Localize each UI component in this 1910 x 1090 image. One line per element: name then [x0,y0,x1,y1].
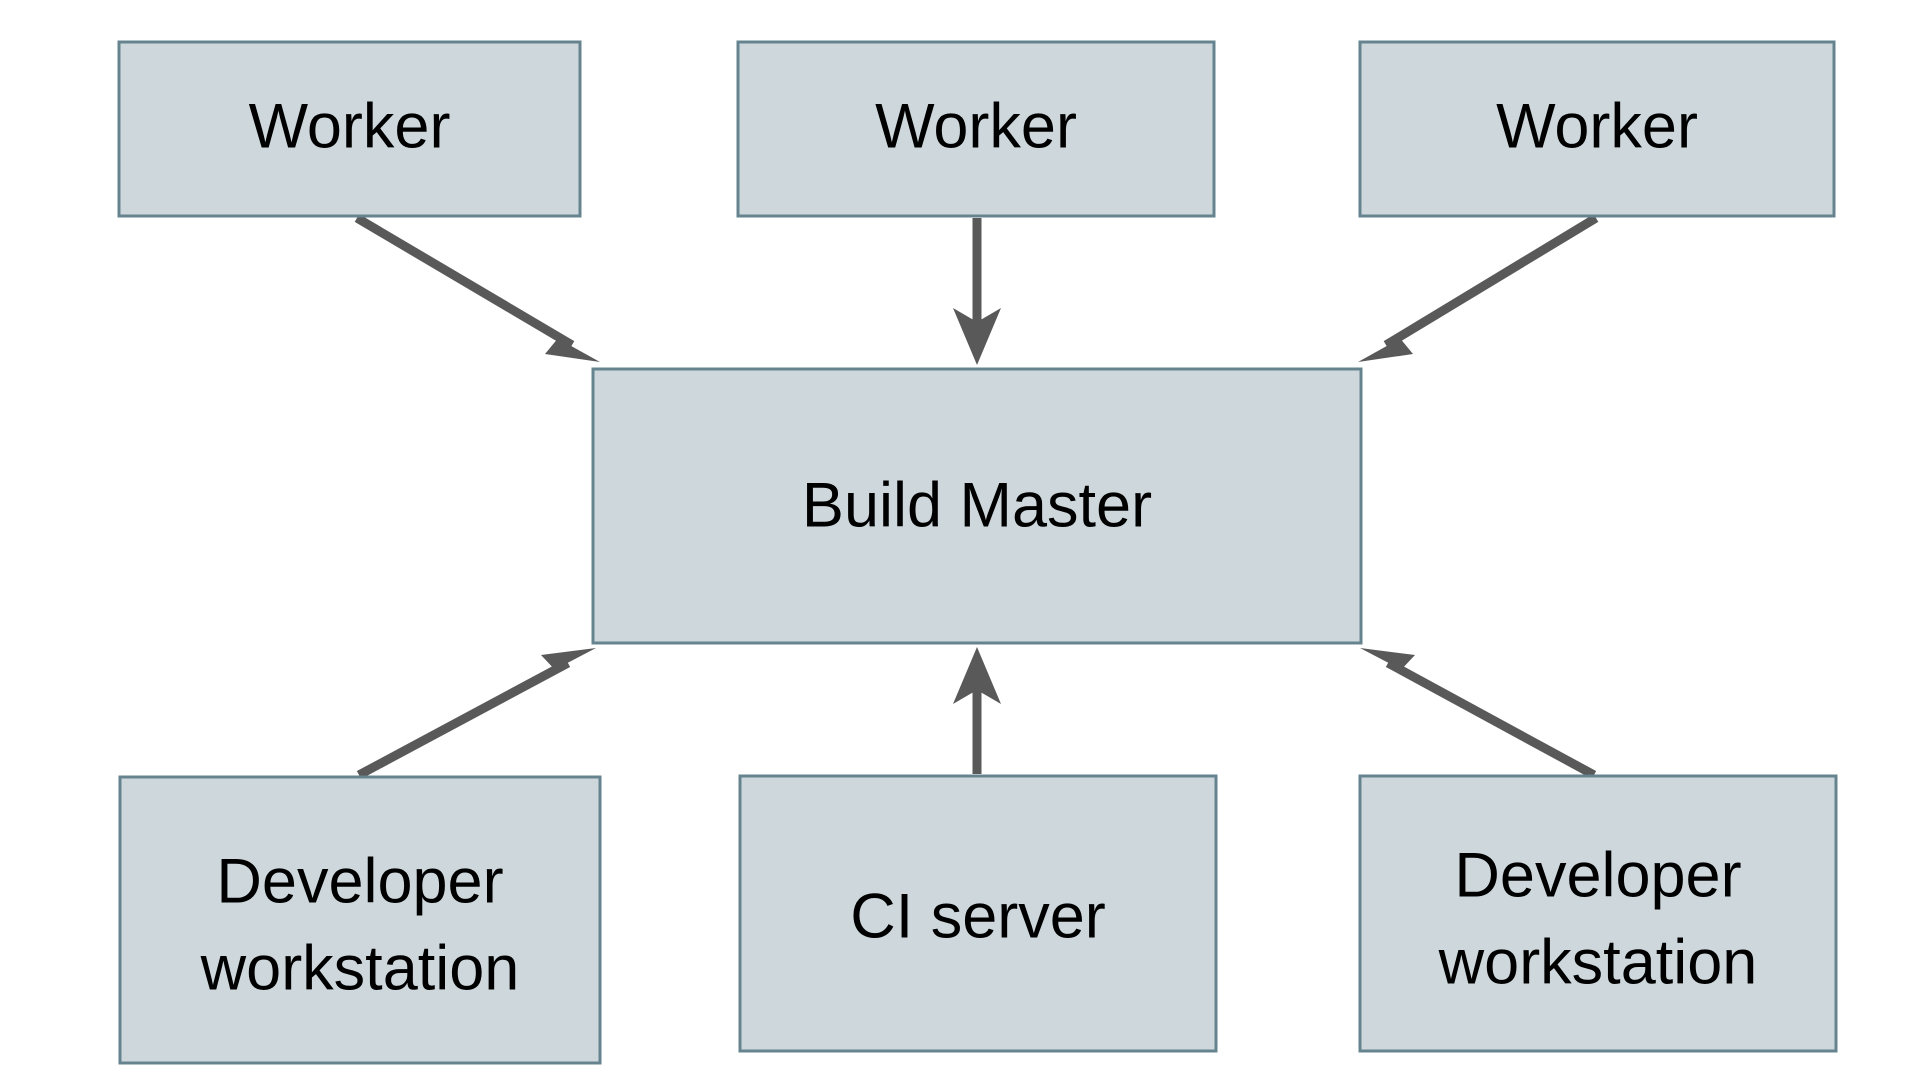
node-label: Build Master [802,471,1152,541]
node-build-master[interactable]: Build Master [591,367,1363,645]
node-label: Worker [1496,92,1698,162]
arrowhead-icon [537,327,600,362]
edge-layer [354,214,1599,779]
edge-line [354,214,575,349]
node-box [591,367,1363,645]
node-box [1358,774,1838,1053]
node-box [118,775,602,1065]
node-label: Worker [875,92,1077,162]
edge-worker-3-to-build-master[interactable] [1358,214,1599,362]
node-box [1358,40,1836,218]
node-label-line-1: Developer [216,847,503,917]
edge-worker-2-to-build-master[interactable] [953,218,1001,365]
edge-developer-workstation-right-to-build-master[interactable] [1360,648,1597,779]
edge-developer-workstation-left-to-build-master[interactable] [356,648,596,779]
arrowhead-icon [1358,327,1421,362]
node-worker-1[interactable]: Worker [117,40,582,218]
arrowhead-icon [1360,648,1423,681]
edge-line [1383,214,1599,349]
edge-line [356,659,571,779]
node-label-line-2: workstation [1438,928,1758,998]
arrowhead-icon [533,648,596,681]
node-developer-workstation-left[interactable]: Developer workstation [118,775,602,1065]
node-worker-2[interactable]: Worker [736,40,1216,218]
arrowhead-icon [953,308,1001,365]
edge-worker-1-to-build-master[interactable] [354,214,600,362]
node-label: CI server [850,882,1106,952]
node-worker-3[interactable]: Worker [1358,40,1836,218]
node-label: Worker [249,92,451,162]
node-box [738,774,1218,1053]
node-label-line-2: workstation [200,934,520,1004]
node-layer: Worker Worker Worker Build Master Develo… [117,40,1838,1065]
node-ci-server[interactable]: CI server [738,774,1218,1053]
node-label-line-1: Developer [1454,841,1741,911]
edge-ci-server-to-build-master[interactable] [953,647,1001,774]
node-box [117,40,582,218]
node-developer-workstation-right[interactable]: Developer workstation [1358,774,1838,1053]
edge-line [1385,659,1597,779]
node-box [736,40,1216,218]
arrowhead-icon [953,647,1001,704]
